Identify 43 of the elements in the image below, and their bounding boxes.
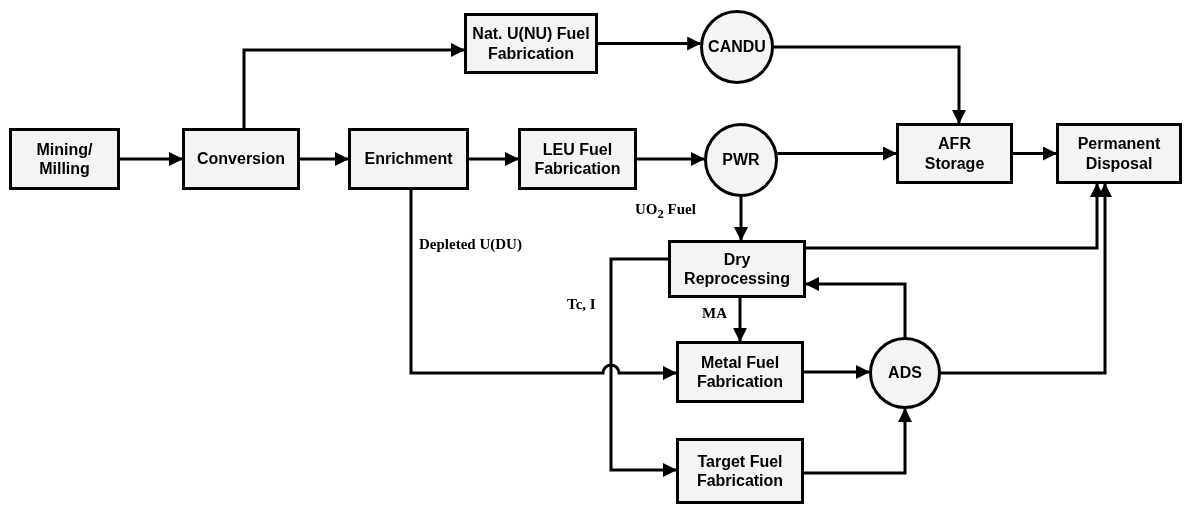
arrow [733,298,747,342]
process-box [676,341,804,403]
node-label: Metal Fuel Fabrication [695,352,785,392]
node-label: Mining/ Milling [35,139,94,179]
node-label: LEU Fuel Fabrication [533,139,622,179]
arrow [598,36,702,51]
edge-label: Tc, I [566,296,597,313]
node-label: ADS [888,363,922,383]
arrow [806,183,1104,250]
arrow [777,146,897,161]
node-label: AFR Storage [923,134,986,173]
edge-label: Depleted U(DU) [418,236,523,253]
arrow [409,190,677,380]
process-box [182,128,300,190]
node-label: Target Fuel Fabrication [695,451,785,491]
arrow [637,152,705,166]
arrow [774,45,966,124]
process-box [518,128,637,190]
arrow [609,257,677,477]
arrow [1013,146,1057,161]
arrow [469,152,519,166]
arrow [242,43,465,128]
process-box [348,128,469,190]
arrow [804,365,870,379]
node-label: Nat. U(NU) Fuel Fabrication [471,24,591,63]
process-box [1056,123,1182,184]
node-label: Permanent Disposal [1076,134,1162,173]
process-box [464,13,598,74]
process-box [896,123,1013,184]
node-label: Conversion [197,149,285,169]
process-box [676,438,804,504]
arrow [300,152,349,166]
process-box [9,128,120,190]
arrow [120,152,183,166]
arrow [804,408,912,475]
process-box [668,240,806,298]
node-label: PWR [722,150,760,170]
node-label: CANDU [708,37,766,57]
arrow [805,277,907,337]
node-label: Dry Reprocessing [683,249,791,289]
arrow [941,183,1112,375]
arrow [734,197,748,241]
node-label: Enrichment [364,149,453,169]
